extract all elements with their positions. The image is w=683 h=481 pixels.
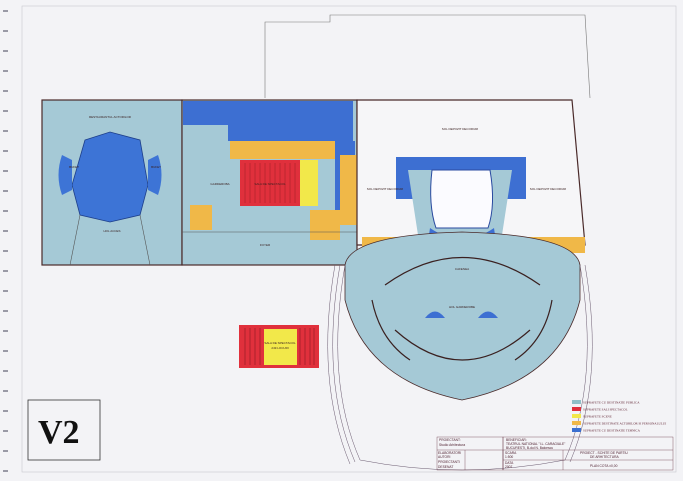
room-label: HOL GARDEROBE [449,305,475,309]
version-mark: V2 [38,414,80,451]
room-label: SALA DE SPECTACOL [254,182,286,186]
room-label: HOL ACCES [103,229,120,233]
plan-text: PROIECTANTI [438,460,460,464]
room-label: BUFET [69,165,79,169]
plan-text: 1:500 [505,455,513,459]
plan-text: SUPRAFETE CU DESTINATIE TEHNICA [583,429,641,433]
plan-text: SUPRAFETE SCENE [583,415,612,419]
plan-text: ELABORATORI [438,451,461,455]
room-label: CAFENEA [455,267,469,271]
plan-text: SALA DE SPECTACOL [264,341,296,345]
studio-stage [300,160,318,206]
plan-title: PLAN COTA ±0,00 [590,464,618,468]
plan-text: Studio Arhitectura [439,443,465,447]
plan-text: 249 LOCURI [271,346,288,350]
plan-text: SUPRAFETE DESTINATE ACTORILOR SI PERSONA… [583,422,666,426]
plan-text: BENEFICIAR: [506,438,527,442]
room-label: SOL DEPOZIT DECORURI [367,187,404,191]
title-block [436,436,674,471]
room-label: FOYER [260,243,271,247]
plan-text: DESENAT [438,465,453,469]
legend-swatch [572,400,581,404]
plan-text: DATA [505,461,514,465]
plan-text: AUTORI [438,455,450,459]
plan-text: 2007 [505,465,513,469]
spiral-binding [3,10,8,472]
studio-hall-detail: SALA DE SPECTACOL 249 LOCURI [239,325,319,368]
plan-text: SUPRAFETE SALI SPECTACOL [583,408,628,412]
room-label: BUFET [151,165,161,169]
room-label: SOL DEPOZIT DECORURI [530,187,567,191]
plan-text: PROIECTANT: [439,438,461,442]
plan-text: SCARA [505,451,517,455]
room-label: RESTAURANTUL ACTORILOR [89,115,132,119]
plan-text: PROIECT - SCHITE DE PARTIU [580,451,628,455]
actor-rooms [230,141,340,159]
legend: SUPRAFETE CU DESTINATIE PUBLICA SUPRAFET… [572,400,666,433]
plan-text: BUCURESTI, B-dul N. Balcescu [506,446,553,450]
main-stage [430,169,494,229]
room-label: GARDEROBA [210,182,229,186]
plan-text: DE ARHITECTURA [590,455,620,459]
room-label: SOL DEPOZIT DECORURI [442,127,479,131]
main-hall [71,131,149,223]
plan-text: SUPRAFETE CU DESTINATIE PUBLICA [583,401,640,405]
plan-text: TEATRUL NATIONAL "I.L. CARAGIALE" [506,442,566,446]
